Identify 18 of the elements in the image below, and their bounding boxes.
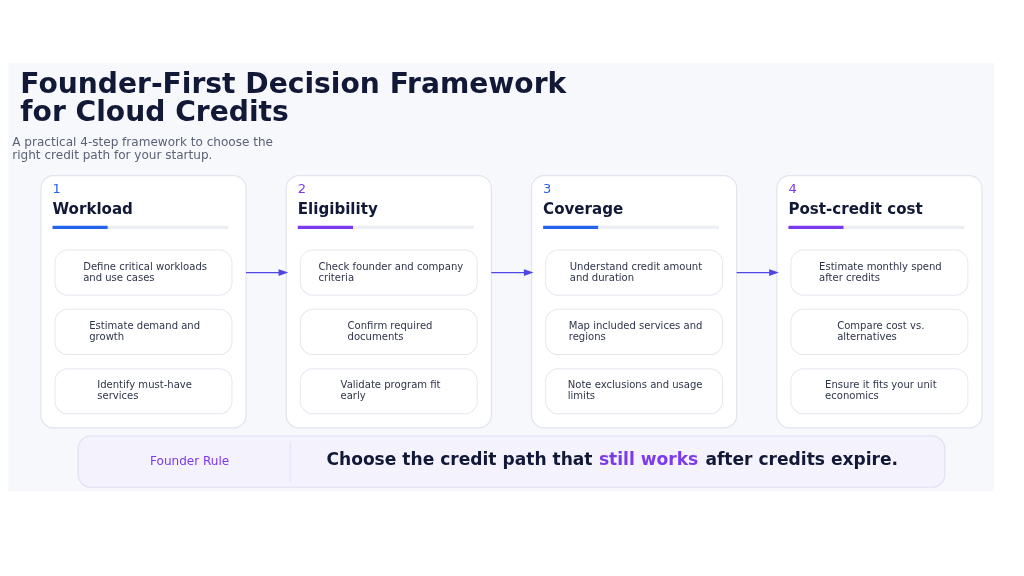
node-box: Estimate monthly spend after credits [790,249,969,296]
node-box: Validate program fit early [299,368,478,415]
arrow [245,269,289,276]
node-box: Check founder and company criteria [299,249,478,296]
arrow [736,269,779,276]
node-box: Confirm required documents [299,308,478,356]
diagram-title: Founder-First Decision Framework for Cloud Credits [20,66,567,128]
node-box: Estimate demand and growth [54,308,233,356]
node-box: Compare cost vs. alternatives [790,308,969,356]
node-box: Understand credit amount and duration [545,249,724,296]
node-box: Identify must-have services [54,368,233,415]
arrow [490,269,534,276]
label: A practical 4-step framework to choose the right credit path for your startup. [12,135,274,163]
node-box: Map included services and regions [545,308,724,356]
node-box: Define critical workloads and use cases [54,249,233,296]
node-box: Founder Rule Choose the credit path that still works after credits expire. [77,435,946,488]
node-box: Note exclusions and usage limits [545,368,724,415]
node-box: Ensure it fits your unit economics [790,368,969,415]
